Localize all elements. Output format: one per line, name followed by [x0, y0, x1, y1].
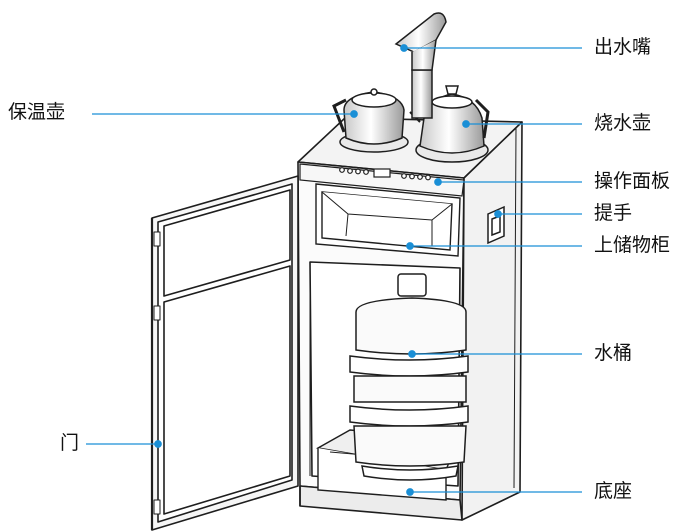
open-door [150, 175, 299, 531]
label-control-panel: 操作面板 [594, 170, 671, 192]
boil-kettle [409, 85, 490, 163]
label-door: 门 [60, 432, 80, 454]
warm-kettle [332, 88, 409, 153]
leader-lines [86, 44, 582, 496]
label-upper-cabinet: 上储物柜 [594, 234, 671, 256]
label-spout: 出水嘴 [594, 36, 652, 58]
water-spout [394, 12, 447, 119]
label-base: 底座 [594, 480, 633, 502]
label-boil-kettle: 烧水壶 [594, 112, 652, 134]
label-warm-kettle: 保温壶 [8, 101, 66, 123]
control-panel [299, 163, 465, 197]
water-bucket [349, 273, 469, 481]
label-handle: 提手 [594, 202, 633, 224]
upper-storage-cabinet [315, 183, 461, 257]
label-water-bucket: 水桶 [594, 342, 633, 364]
